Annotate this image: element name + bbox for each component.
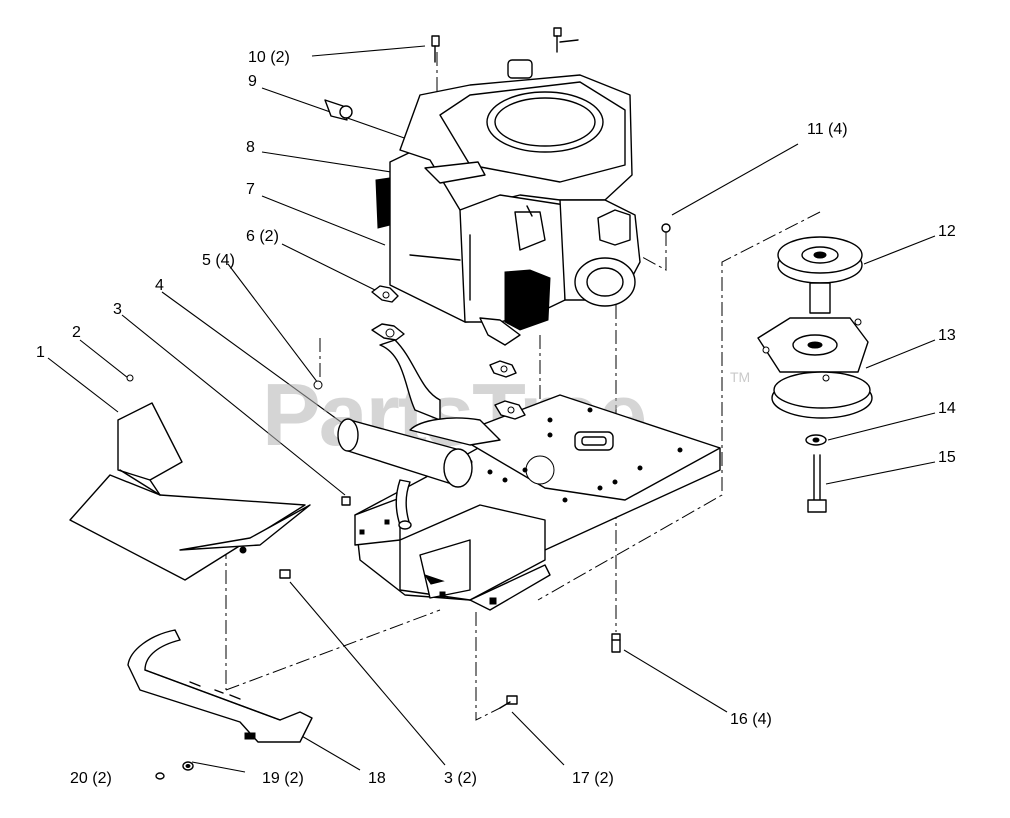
- callout-20: 20 (2): [70, 770, 112, 787]
- leader-3a: [121, 314, 346, 496]
- callout-18: 18: [368, 770, 386, 787]
- leader-13: [865, 339, 936, 369]
- leader-14: [827, 412, 936, 441]
- leader-7: [261, 195, 386, 246]
- callout-8: 8: [246, 139, 255, 156]
- callout-13: 13: [938, 327, 956, 344]
- callout-1: 1: [36, 344, 45, 361]
- callout-11: 11 (4): [807, 121, 848, 138]
- muffler: [337, 339, 501, 530]
- callout-6: 6 (2): [246, 228, 279, 245]
- leader-10: [311, 45, 426, 57]
- leader-16: [623, 649, 728, 713]
- leader-17: [511, 711, 565, 766]
- leader-5: [227, 263, 319, 384]
- leader-15: [825, 461, 936, 485]
- frame: [354, 394, 721, 611]
- leader-12: [863, 235, 936, 265]
- align-bumper: [225, 609, 441, 691]
- leader-2: [79, 339, 129, 379]
- engine: [375, 59, 641, 346]
- callout-3: 3: [113, 301, 122, 318]
- align-clutch: [537, 211, 821, 601]
- callout-14: 14: [938, 400, 956, 417]
- leader-3b: [289, 581, 446, 766]
- callout-labels: 10 (2) 9 8 7 6 (2) 5 (4) 4 3 2 1 11 (4) …: [36, 49, 956, 787]
- fasteners-top: [324, 27, 671, 233]
- callout-16: 16 (4): [730, 711, 772, 728]
- callout-5: 5 (4): [202, 252, 235, 269]
- leader-11: [671, 143, 799, 216]
- clutch-assembly: [757, 236, 873, 513]
- callout-4: 4: [155, 277, 164, 294]
- watermark-trademark: TM: [730, 369, 750, 385]
- align-17: [475, 612, 501, 721]
- callout-12: 12: [938, 223, 956, 240]
- bolts-lower: [279, 496, 621, 709]
- leader-lines: [47, 45, 936, 773]
- callout-17: 17 (2): [572, 770, 614, 787]
- gaskets: [313, 285, 526, 420]
- leader-4: [161, 291, 353, 431]
- front-bumper: [127, 629, 313, 743]
- callout-2: 2: [72, 324, 81, 341]
- callout-7: 7: [246, 181, 255, 198]
- leader-6: [281, 243, 376, 291]
- callout-9: 9: [248, 73, 257, 90]
- callout-3-2: 3 (2): [444, 770, 477, 787]
- leader-1: [47, 357, 119, 413]
- callout-15: 15: [938, 449, 956, 466]
- align-11: [619, 232, 667, 271]
- leader-19: [191, 761, 246, 773]
- leader-18: [299, 734, 361, 771]
- callout-10: 10 (2): [248, 49, 290, 66]
- hardware-19-20: [155, 761, 194, 780]
- callout-19: 19 (2): [262, 770, 304, 787]
- deflector: [69, 374, 311, 581]
